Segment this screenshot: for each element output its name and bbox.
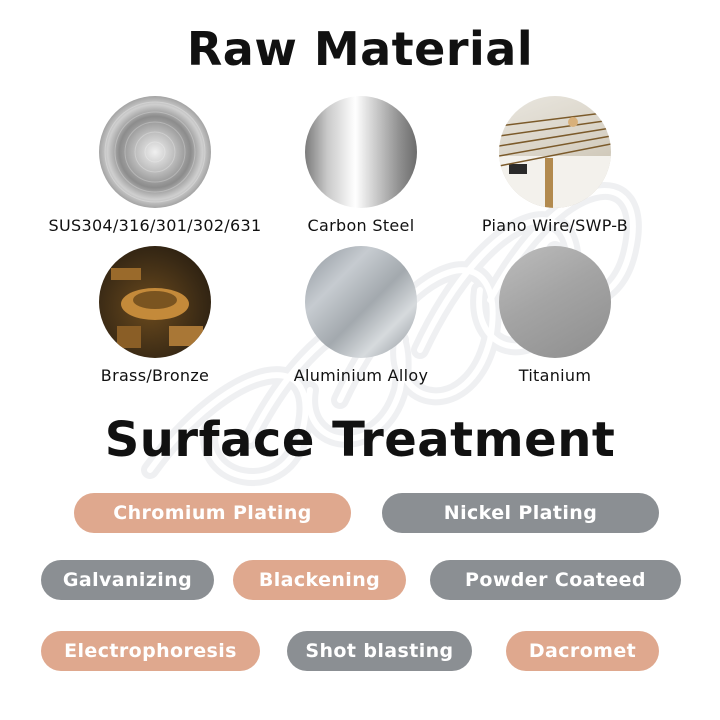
treatment-dacromet: Dacromet — [506, 631, 659, 671]
carbon-steel-image — [305, 96, 417, 208]
material-label: Carbon Steel — [307, 216, 415, 235]
titanium-image — [499, 246, 611, 358]
material-card-carbon-steel: Carbon Steel — [251, 96, 471, 235]
treatment-chromium-plating: Chromium Plating — [74, 493, 351, 533]
raw-material-title: Raw Material — [186, 22, 534, 76]
treatment-electrophoresis: Electrophoresis — [41, 631, 260, 671]
material-label: Brass/Bronze — [100, 366, 210, 385]
surface-treatment-title: Surface Treatment — [104, 412, 616, 468]
treatment-galvanizing: Galvanizing — [41, 560, 214, 600]
material-card-stainless: SUS304/316/301/302/631 — [45, 96, 265, 235]
treatment-nickel-plating: Nickel Plating — [382, 493, 659, 533]
material-card-aluminium: Aluminium Alloy — [251, 246, 471, 385]
material-label: Aluminium Alloy — [293, 366, 429, 385]
brass-bronze-image — [99, 246, 211, 358]
material-label: Titanium — [518, 366, 592, 385]
piano-wire-image — [499, 96, 611, 208]
material-card-brass: Brass/Bronze — [45, 246, 265, 385]
material-card-piano-wire: Piano Wire/SWP-B — [445, 96, 665, 235]
aluminium-alloy-image — [305, 246, 417, 358]
treatment-shot-blasting: Shot blasting — [287, 631, 472, 671]
material-label: SUS304/316/301/302/631 — [48, 216, 262, 235]
treatment-blackening: Blackening — [233, 560, 406, 600]
treatment-powder-coating: Powder Coateed — [430, 560, 681, 600]
material-label: Piano Wire/SWP-B — [481, 216, 629, 235]
stainless-steel-image — [99, 96, 211, 208]
material-card-titanium: Titanium — [445, 246, 665, 385]
